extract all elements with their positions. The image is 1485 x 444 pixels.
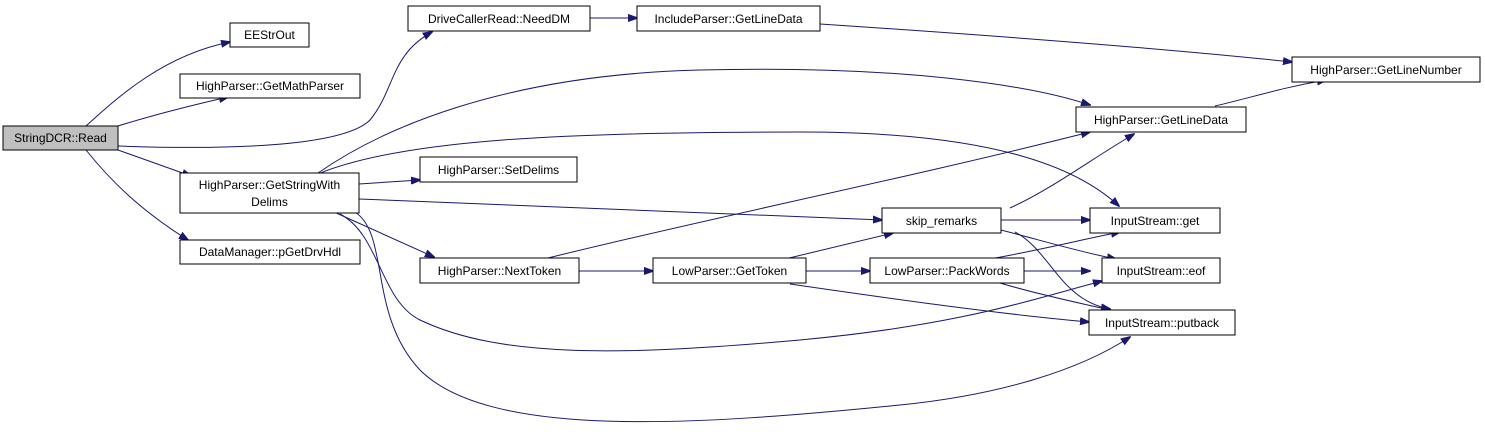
node-istreamget[interactable]: InputStream::get (1089, 207, 1221, 234)
node-label-istreamputback: InputStream::putback (1105, 316, 1220, 330)
edge-gswd-to-nexttoken (333, 211, 434, 257)
edge-read-to-getstringwithdelims (117, 149, 191, 176)
node-label-istreameof: InputStream::eof (1117, 264, 1206, 278)
edge-read-to-pgetdrvhdl (85, 149, 188, 240)
edge-highgetlinedata-to-getlinenumber (1214, 80, 1326, 107)
node-getlinenumber[interactable]: HighParser::GetLineNumber (1291, 56, 1481, 83)
node-label-includegetlinedata: IncludeParser::GetLineData (654, 12, 802, 26)
node-label-getstringwithdelims-line2: Delims (251, 195, 288, 209)
edges (85, 18, 1326, 423)
node-packwords[interactable]: LowParser::PackWords (869, 257, 1025, 284)
node-includegetlinedata[interactable]: IncludeParser::GetLineData (636, 5, 821, 32)
node-label-pgetdrvhdl: DataManager::pGetDrvHdl (199, 245, 341, 259)
node-stringdcr-read[interactable]: StringDCR::Read (2, 125, 119, 151)
node-label-gettoken: LowParser::GetToken (672, 264, 787, 278)
node-gettoken[interactable]: LowParser::GetToken (652, 257, 807, 284)
node-nexttoken[interactable]: HighParser::NextToken (419, 257, 580, 284)
edge-nexttoken-to-highgetlinedata (547, 132, 1090, 259)
node-getmathparser[interactable]: HighParser::GetMathParser (179, 73, 361, 99)
node-label-packwords: LowParser::PackWords (884, 264, 1009, 278)
edge-read-to-getmathparser (117, 97, 228, 127)
edge-skipremarks-to-highgetlinedata (1009, 134, 1134, 209)
node-getstringwithdelims[interactable]: HighParser::GetStringWith Delims (179, 172, 360, 214)
node-label-getstringwithdelims-line1: HighParser::GetStringWith (199, 178, 340, 192)
node-highgetlinedata[interactable]: HighParser::GetLineData (1075, 106, 1247, 133)
node-label-getlinenumber: HighParser::GetLineNumber (1310, 63, 1461, 77)
node-istreameof[interactable]: InputStream::eof (1101, 257, 1221, 284)
node-istreamputback[interactable]: InputStream::putback (1088, 309, 1236, 336)
node-pgetdrvhdl[interactable]: DataManager::pGetDrvHdl (179, 239, 361, 265)
edge-packwords-to-istreamget (989, 232, 1120, 260)
nodes: StringDCR::Read EEStrOut HighParser::Get… (2, 5, 1481, 336)
node-needdm[interactable]: DriveCallerRead::NeedDM (407, 5, 591, 32)
edge-gswd-to-istreameof (339, 213, 1102, 352)
edge-skipremarks-to-istreamputback (1014, 231, 1110, 309)
edge-packwords-to-istreamputback (999, 282, 1110, 310)
edge-gswd-to-highgetlinedata (317, 68, 1090, 174)
node-skipremarks[interactable]: skip_remarks (881, 207, 1002, 234)
edge-read-to-needdm (117, 32, 432, 148)
node-label-setdelims: HighParser::SetDelims (438, 163, 559, 177)
edge-read-to-eestrout (85, 42, 230, 127)
node-label-stringdcr-read: StringDCR::Read (14, 131, 107, 145)
node-label-getmathparser: HighParser::GetMathParser (196, 79, 344, 93)
edge-gswd-to-istreamputback (354, 211, 1130, 423)
node-label-highgetlinedata: HighParser::GetLineData (1094, 113, 1228, 127)
node-label-nexttoken: HighParser::NextToken (438, 264, 561, 278)
edge-gettoken-to-skipremarks (784, 233, 893, 260)
node-eestrout[interactable]: EEStrOut (229, 22, 310, 48)
edge-gswd-to-setdelims (358, 180, 420, 184)
node-label-skipremarks: skip_remarks (906, 214, 977, 228)
edge-skipremarks-to-istreameof (1000, 229, 1116, 259)
edge-gswd-to-istreamget (317, 131, 1119, 206)
edge-gswd-to-skipremarks (358, 198, 882, 220)
edge-includegetlinedata-to-getlinenumber (819, 23, 1292, 62)
node-label-needdm: DriveCallerRead::NeedDM (428, 12, 570, 26)
node-setdelims[interactable]: HighParser::SetDelims (419, 156, 578, 183)
edge-gettoken-to-istreamputback (789, 283, 1089, 322)
node-label-eestrout: EEStrOut (244, 28, 295, 42)
node-label-istreamget: InputStream::get (1111, 214, 1200, 228)
